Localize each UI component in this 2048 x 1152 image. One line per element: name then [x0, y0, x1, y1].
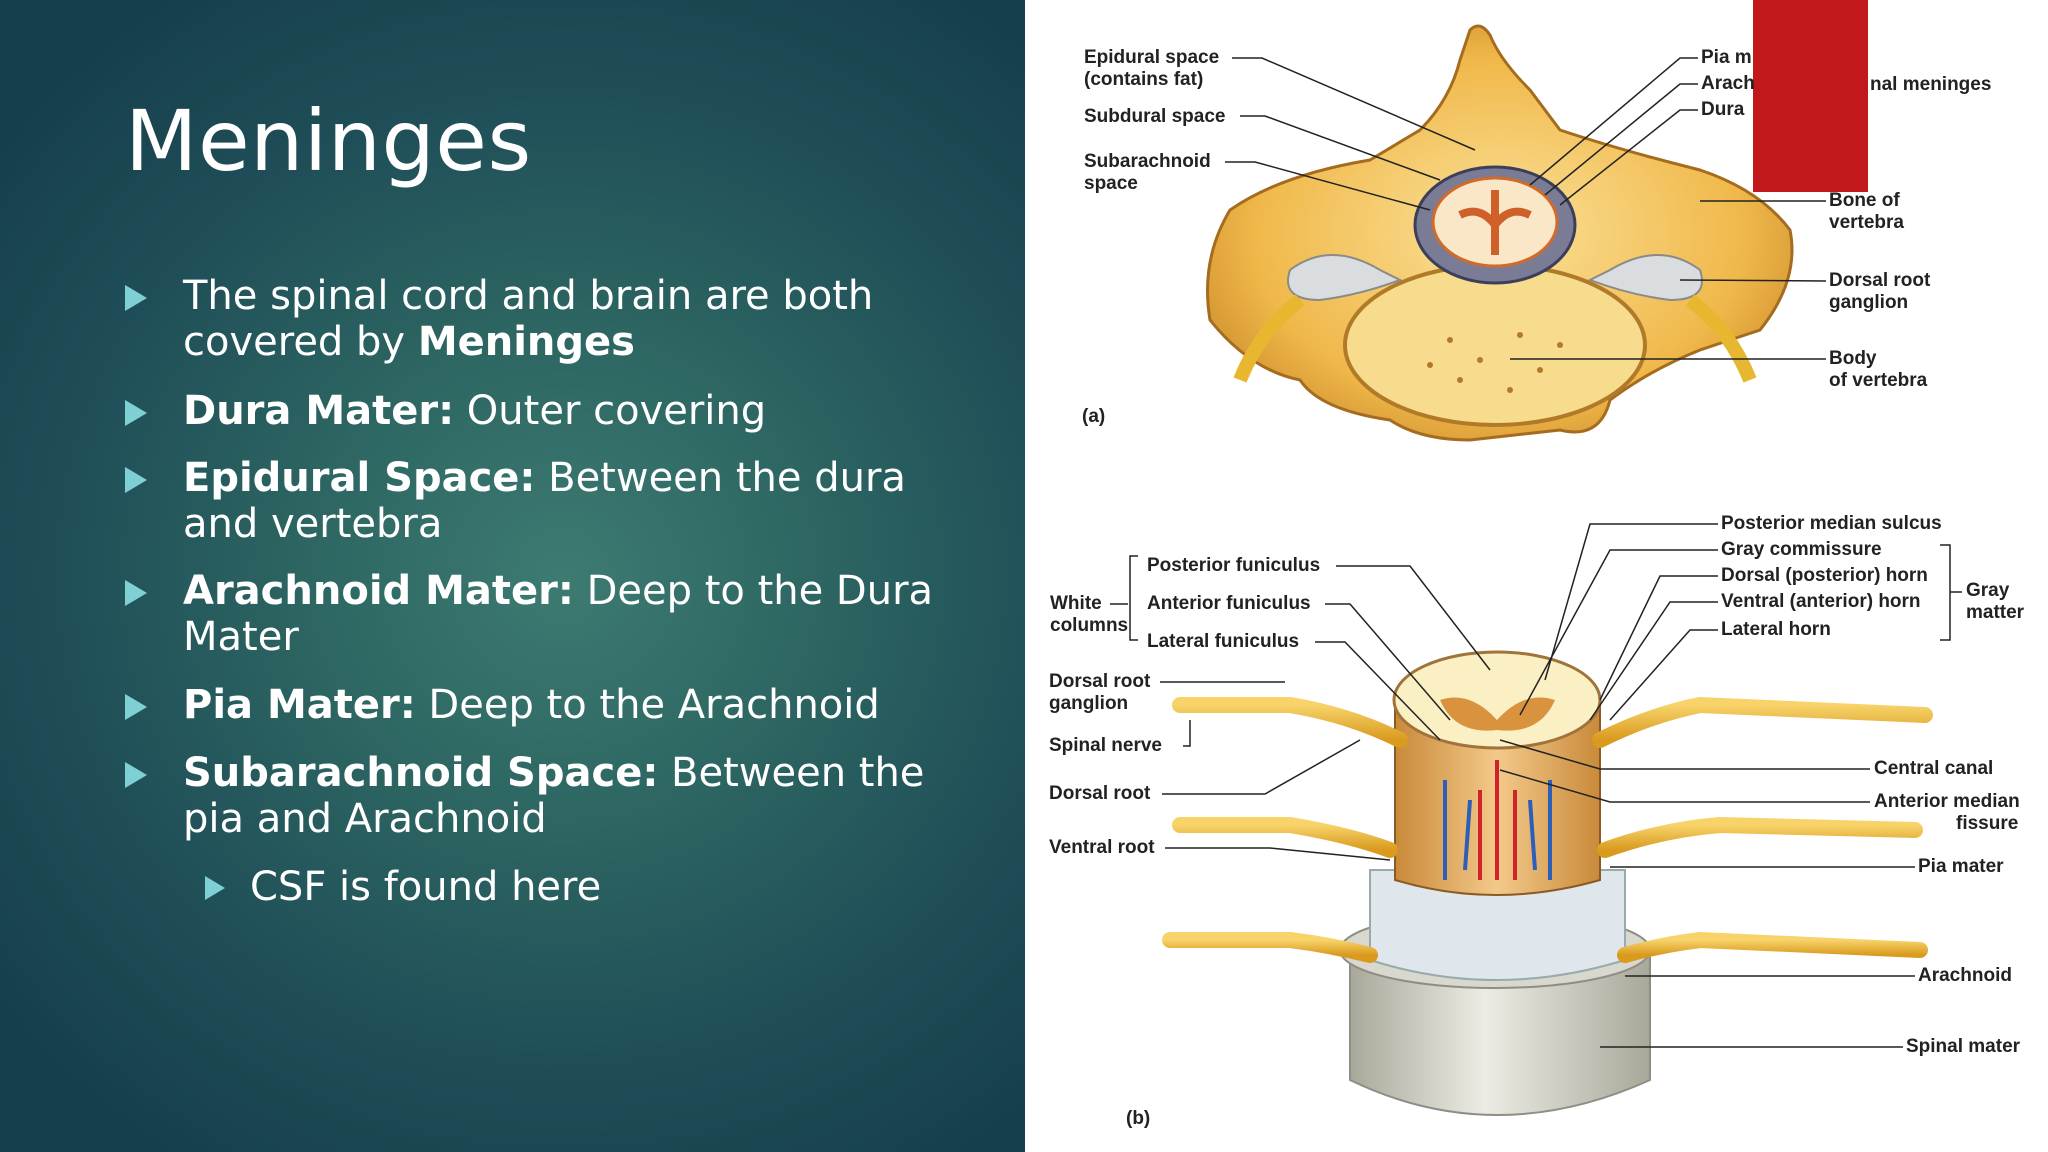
bullet-4-bold: Arachnoid Mater: [183, 568, 574, 614]
label-epidural-space-note: (contains fat) [1084, 69, 1204, 90]
triangle-bullet-icon [125, 762, 147, 788]
triangle-bullet-icon [125, 580, 147, 606]
label-spinal-nerve: Spinal nerve [1049, 735, 1162, 756]
bullet-3-bold: Epidural Space: [183, 455, 536, 501]
label-dorsal-root-ganglion-a-2: ganglion [1829, 292, 1909, 313]
panel-label-b: (b) [1126, 1108, 1151, 1129]
label-dorsal-root-ganglion-b-2: ganglion [1049, 693, 1129, 714]
label-dorsal-root-ganglion-b: Dorsal root [1049, 671, 1151, 692]
label-white: White [1050, 593, 1102, 614]
label-pia-mater-a: Pia m [1701, 47, 1752, 68]
label-subarachnoid-space-2: space [1084, 173, 1138, 194]
label-bone-of-vertebra: Bone of [1829, 190, 1900, 211]
slide-title: Meninges [125, 92, 532, 190]
label-pia-mater-b: Pia mater [1918, 856, 2004, 877]
label-posterior-median-sulcus: Posterior median sulcus [1721, 513, 1942, 534]
label-arachnoid-a: Arach [1701, 73, 1755, 94]
triangle-bullet-icon [205, 876, 225, 900]
label-posterior-funiculus: Posterior funiculus [1147, 555, 1321, 576]
triangle-bullet-icon [125, 694, 147, 720]
bullet-1-bold: Meninges [417, 319, 635, 365]
sub-bullet-text: CSF is found here [250, 864, 602, 910]
triangle-bullet-icon [125, 285, 147, 311]
label-lateral-horn: Lateral horn [1721, 619, 1831, 640]
bullet-6-text: Between the pia and Arachnoid [183, 750, 925, 842]
label-ventral-horn: Ventral (anterior) horn [1721, 591, 1921, 612]
bullet-2-bold: Dura Mater: [183, 388, 455, 434]
label-dorsal-horn: Dorsal (posterior) horn [1721, 565, 1928, 586]
bullet-1-text: The spinal cord and brain are both cover… [183, 273, 874, 365]
triangle-bullet-icon [125, 467, 147, 493]
label-spinal-mater: Spinal mater [1906, 1036, 2021, 1057]
label-subdural-space: Subdural space [1084, 106, 1226, 127]
label-dura-a: Dura [1701, 99, 1745, 120]
label-body-of-vertebra: Body [1829, 348, 1877, 369]
vertebra-cross-section [1206, 24, 1794, 442]
bullet-2-text: Outer covering [454, 388, 767, 434]
label-ventral-root: Ventral root [1049, 837, 1155, 858]
label-subarachnoid-space: Subarachnoid [1084, 151, 1211, 172]
label-anterior-median-fissure-2: fissure [1956, 813, 2019, 834]
label-bone-of-vertebra-2: vertebra [1829, 212, 1904, 233]
label-dorsal-root-ganglion-a: Dorsal root [1829, 270, 1931, 291]
bullet-5-text: Deep to the Arachnoid [415, 682, 880, 728]
bullet-3-text: Between the dura and vertebra [183, 455, 906, 547]
label-anterior-median-fissure: Anterior median [1874, 791, 2020, 812]
label-dorsal-root: Dorsal root [1049, 783, 1151, 804]
label-arachnoid-b: Arachnoid [1918, 965, 2012, 986]
bullet-5-bold: Pia Mater: [183, 682, 416, 728]
text-panel: Meninges The spinal cord and brain are b… [0, 0, 1025, 1152]
red-tab-decoration [1753, 0, 1868, 192]
label-columns: columns [1050, 615, 1129, 636]
label-anterior-funiculus: Anterior funiculus [1147, 593, 1311, 614]
bullet-4-text: Deep to the Dura Mater [183, 568, 934, 660]
triangle-bullet-icon [125, 400, 147, 426]
label-gray-commissure: Gray commissure [1721, 539, 1882, 560]
label-spinal-meninges: nal meninges [1870, 74, 1992, 95]
bullet-6-bold: Subarachnoid Space: [183, 750, 659, 796]
label-matter: matter [1966, 602, 2025, 623]
label-central-canal: Central canal [1874, 758, 1994, 779]
panel-label-a: (a) [1082, 406, 1106, 427]
label-gray: Gray [1966, 580, 2010, 601]
label-epidural-space: Epidural space [1084, 47, 1220, 68]
label-lateral-funiculus: Lateral funiculus [1147, 631, 1300, 652]
label-body-of-vertebra-2: of vertebra [1829, 370, 1928, 391]
spinal-cord-segment [1162, 650, 1933, 1116]
